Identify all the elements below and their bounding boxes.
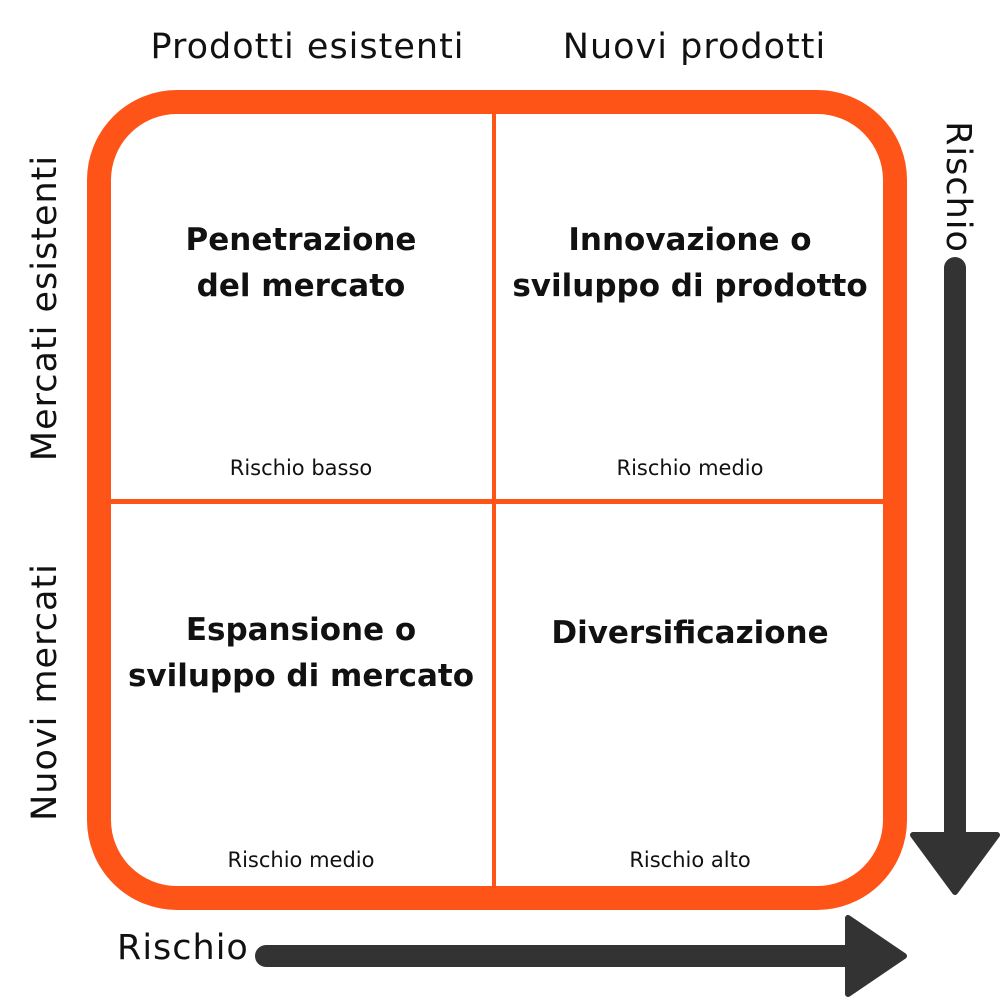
quadrant-product-development: Innovazione o sviluppo di prodotto Risch… xyxy=(496,110,884,496)
quadrant-risk-label: Rischio medio xyxy=(227,848,375,872)
quadrant-risk-label: Rischio medio xyxy=(616,456,764,480)
quadrant-market-development: Espansione o sviluppo di mercato Rischio… xyxy=(107,500,495,886)
quadrant-title: Diversificazione xyxy=(551,615,829,651)
matrix-horizontal-divider xyxy=(109,499,885,504)
horizontal-risk-axis-label: Rischio xyxy=(117,928,249,968)
matrix-frame xyxy=(87,90,907,910)
vertical-risk-arrow-icon xyxy=(910,257,1000,895)
column-header-existing-products: Prodotti esistenti xyxy=(150,27,465,67)
column-header-new-products: Nuovi prodotti xyxy=(562,27,827,67)
quadrant-title: Innovazione o sviluppo di prodotto xyxy=(512,222,868,304)
quadrant-title: Penetrazione del mercato xyxy=(185,222,417,304)
quadrant-risk-label: Rischio alto xyxy=(629,848,751,872)
horizontal-risk-arrow-icon xyxy=(255,915,907,997)
quadrant-diversification: Diversificazione Rischio alto xyxy=(496,500,884,886)
quadrant-market-penetration: Penetrazione del mercato Rischio basso xyxy=(107,110,495,496)
quadrant-title: Espansione o sviluppo di mercato xyxy=(127,612,475,694)
quadrant-risk-label: Rischio basso xyxy=(229,456,373,480)
